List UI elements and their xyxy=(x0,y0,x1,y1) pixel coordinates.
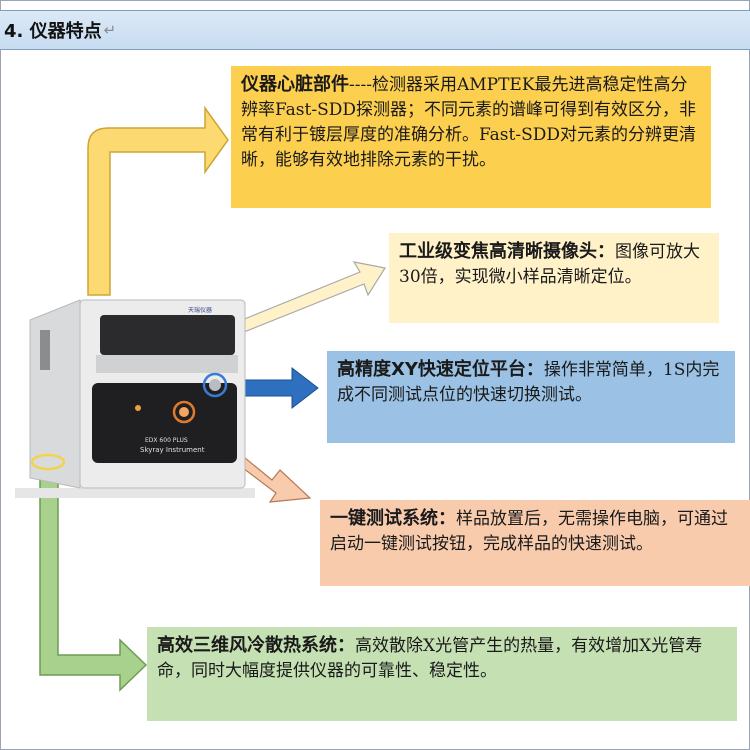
onekey-button xyxy=(179,407,189,417)
detector-heading: 仪器心脏部件 xyxy=(241,74,349,95)
instrument-image xyxy=(15,299,255,498)
instrument-logo-text: 天瑞仪器 xyxy=(188,306,212,314)
instrument-side-vent xyxy=(40,330,50,370)
instrument-side xyxy=(29,299,81,489)
instrument-lid-window xyxy=(100,315,235,355)
platform-heading: 高精度XY快速定位平台： xyxy=(337,359,544,380)
paragraph-mark-icon: ↵ xyxy=(103,21,117,39)
callout-camera: 工业级变焦高清晰摄像头：图像可放大30倍，实现微小样品清晰定位。 xyxy=(389,233,719,323)
onekey-text: 样品放置后，无需操作电脑，可通过启动一键测试按钮，完成样品的快速测试。 xyxy=(330,509,728,554)
callout-onekey: 一键测试系统：样品放置后，无需操作电脑，可通过启动一键测试按钮，完成样品的快速测… xyxy=(320,500,750,586)
cooling-arrow xyxy=(39,477,148,692)
xy-knob xyxy=(209,379,221,391)
instrument-control-panel xyxy=(92,383,237,463)
cooling-text: 高效散除X光管产生的热量，有效增加X光管寿命，同时大幅度提供仪器的可靠性、稳定性… xyxy=(157,636,703,681)
detector-arrow xyxy=(87,105,229,296)
instrument-lid xyxy=(96,355,238,373)
section-title: 4. 仪器特点 xyxy=(4,21,102,42)
onekey-button-highlight xyxy=(172,400,196,424)
onekey-heading: 一键测试系统： xyxy=(330,508,456,529)
callout-detector: 仪器心脏部件----检测器采用AMPTEK最先进高稳定性高分辨率Fast-SDD… xyxy=(231,66,711,208)
cooling-vent-highlight xyxy=(30,453,66,471)
cooling-heading: 高效三维风冷散热系统： xyxy=(157,635,355,656)
section-header: 4. 仪器特点 ↵ xyxy=(0,10,750,50)
instrument-shadow xyxy=(15,488,255,498)
platform-text: 操作非常简单，1S内完成不同测试点位的快速切换测试。 xyxy=(337,360,720,405)
instrument-brand-label: Skyray Instrument xyxy=(140,446,205,454)
camera-lens-highlight xyxy=(202,372,228,398)
camera-text: 图像可放大30倍，实现微小样品清晰定位。 xyxy=(399,242,700,287)
callout-platform: 高精度XY快速定位平台：操作非常简单，1S内完成不同测试点位的快速切换测试。 xyxy=(327,351,735,443)
camera-heading: 工业级变焦高清晰摄像头： xyxy=(399,241,615,262)
status-light xyxy=(135,405,141,411)
callout-cooling: 高效三维风冷散热系统：高效散除X光管产生的热量，有效增加X光管寿命，同时大幅度提… xyxy=(147,627,737,721)
detector-text: ----检测器采用AMPTEK最先进高稳定性高分辨率Fast-SDD探测器；不同… xyxy=(241,75,696,170)
instrument-model-label: EDX 600 PLUS xyxy=(145,437,188,444)
